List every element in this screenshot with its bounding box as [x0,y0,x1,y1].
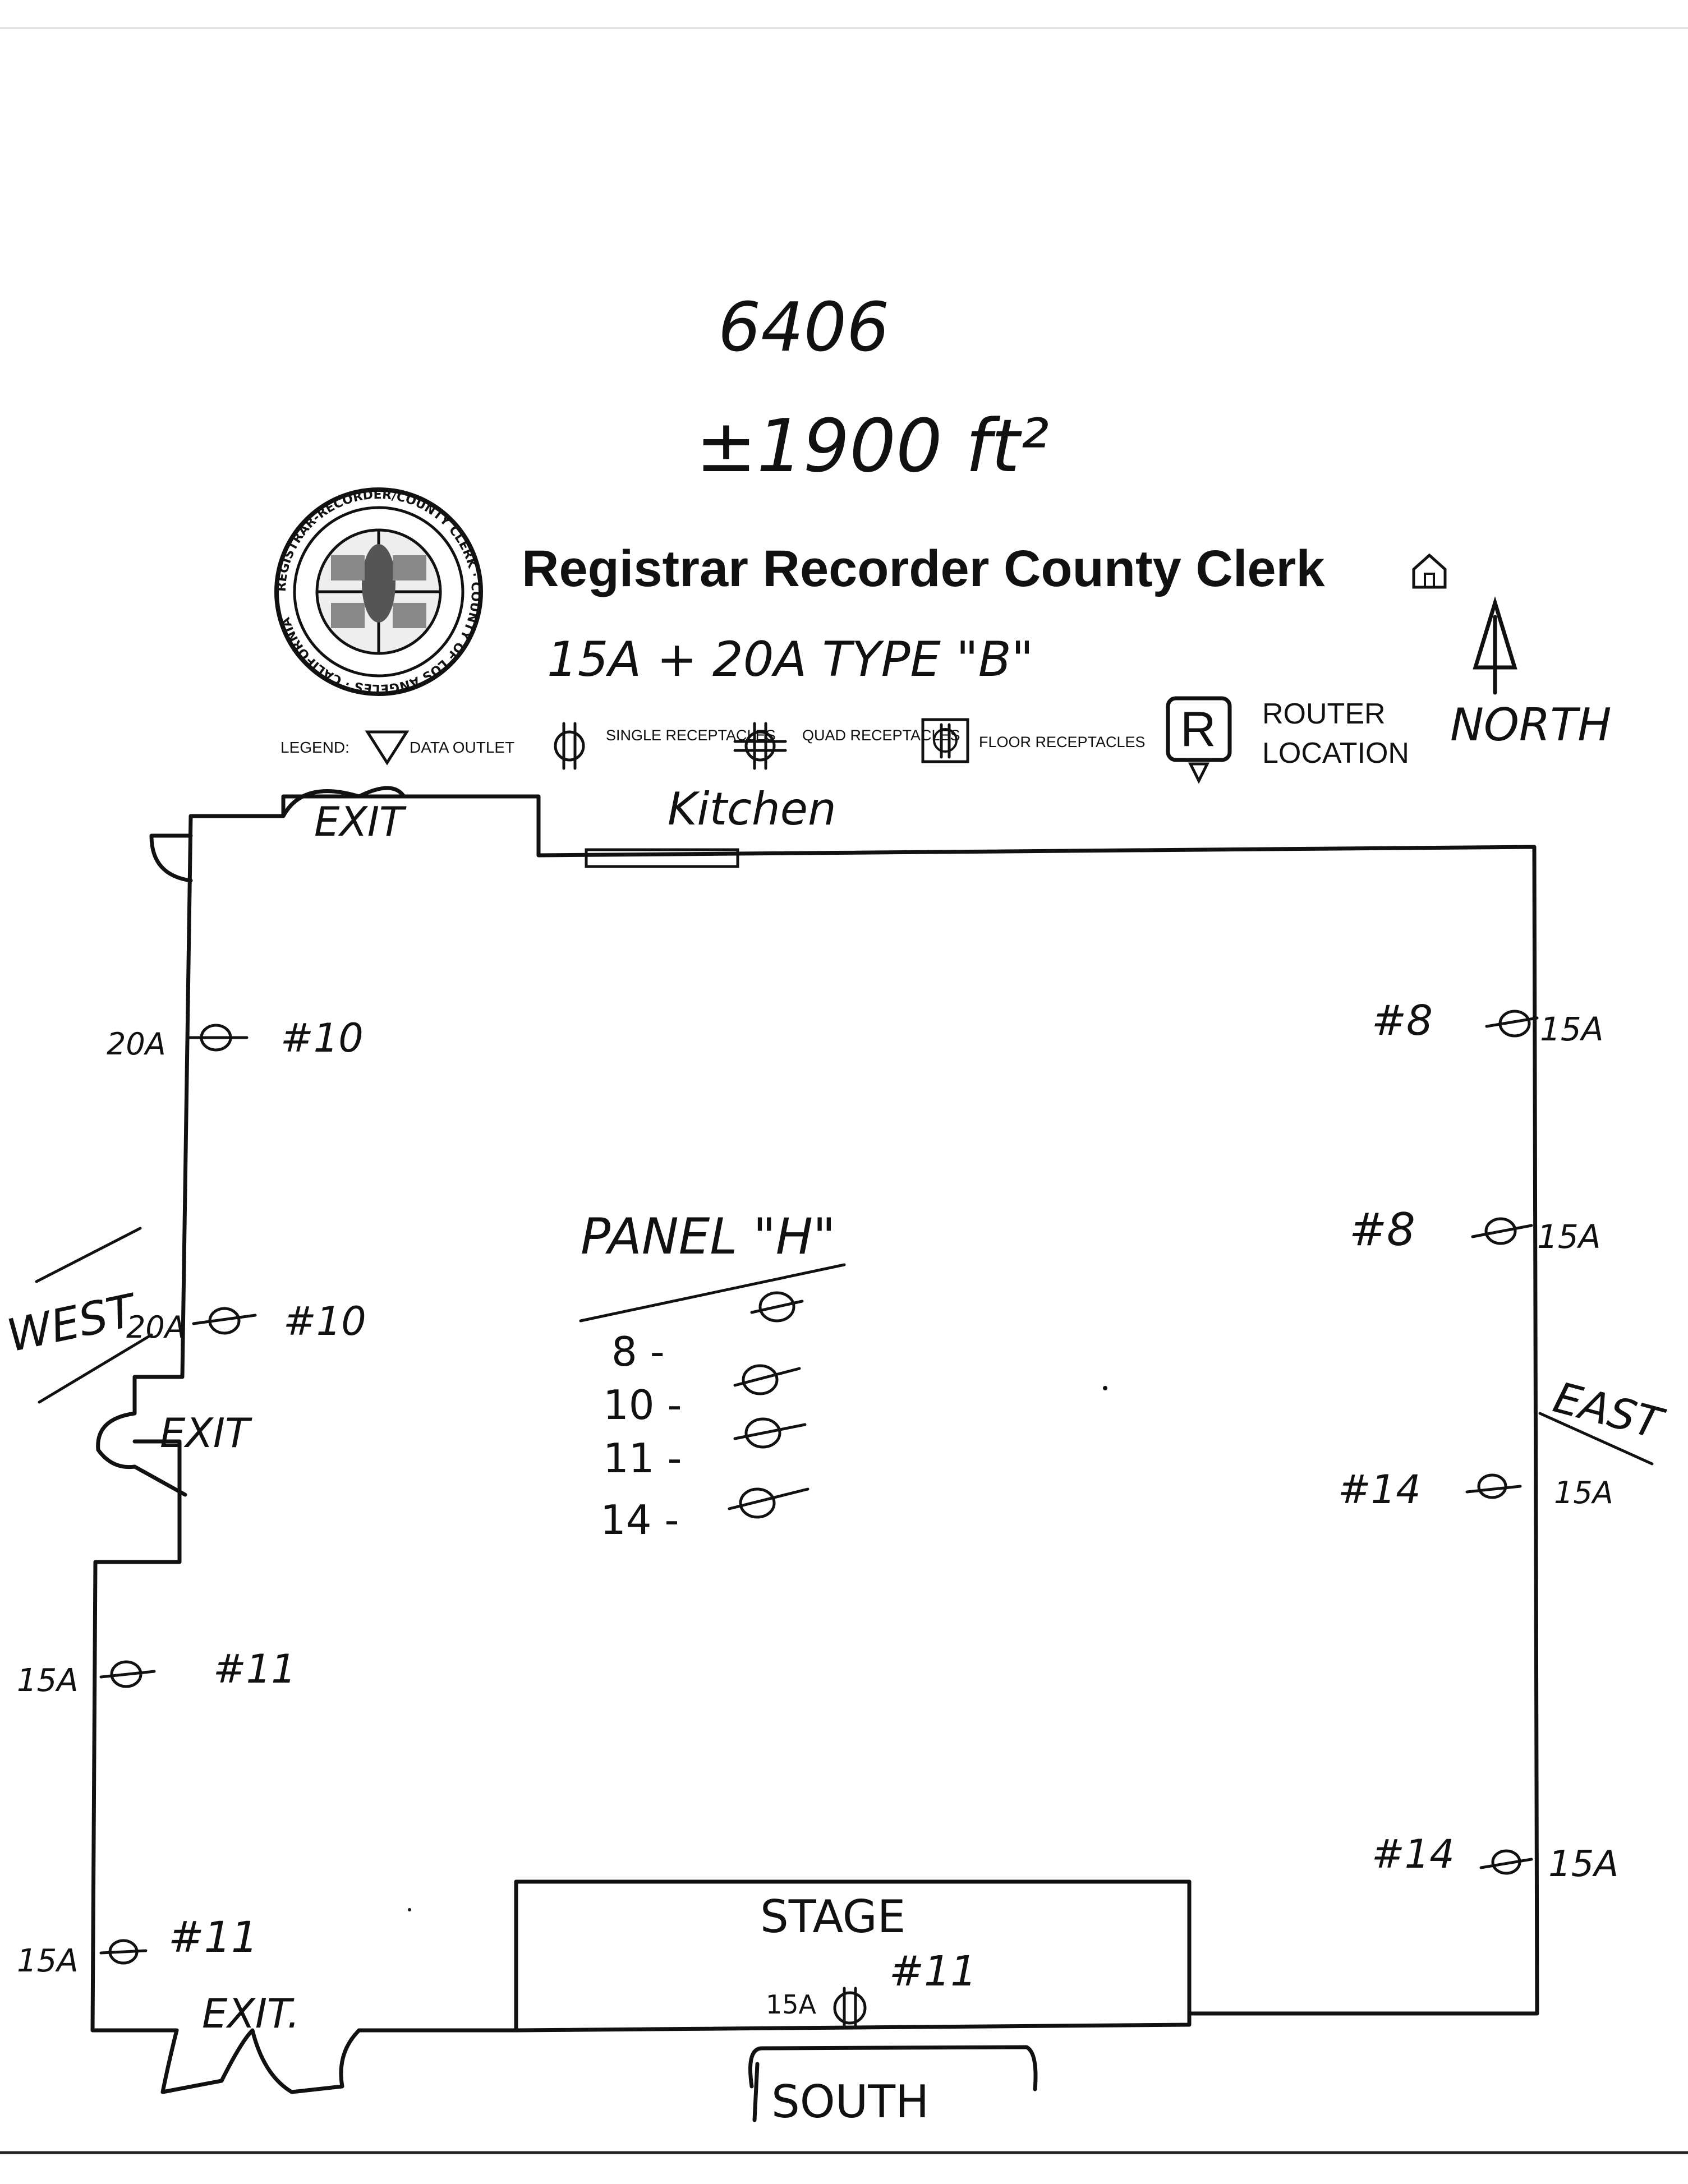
receptacle-west-2-circuit: #10 [283,1298,366,1344]
floor-receptacle-icon [921,718,969,763]
west-underline-top [35,1227,142,1283]
receptacle-stage: 15A #11 [766,1947,977,2029]
north-label: NORTH [1450,699,1611,751]
receptacle-west-1-circuit: #10 [280,1015,364,1061]
receptacle-east-4-circuit: #14 [1372,1831,1455,1877]
router-icon: R [1166,696,1232,784]
svg-text:R: R [1180,701,1216,757]
handwritten-area: ±1900 ft² [696,403,1049,489]
receptacle-west-4-amps: 15A [17,1943,79,1979]
east-underline [1538,1412,1654,1466]
svg-text:SOUTH: SOUTH [771,2076,929,2128]
single-receptacle-icon [1471,1217,1533,1245]
receptacle-east-4-amps: 15A [1548,1844,1618,1885]
stray-mark [408,1908,411,1911]
receptacle-east-2: #8 15A [1349,1204,1600,1256]
receptacle-west-3-circuit: #11 [213,1646,296,1692]
legend-label: LEGEND: [280,739,349,756]
receptacle-west-1: 20A #10 [107,1015,364,1062]
single-receptacle-icon [99,1660,156,1688]
receptacle-west-2: 20A #10 [126,1298,366,1345]
northwest-door [149,833,193,883]
west-underline-bottom [38,1333,153,1404]
south-label-box: SOUTH [748,2045,1038,2128]
single-receptacle-icon [1485,1010,1539,1038]
panel-row-11: 11 - [603,1435,682,1482]
receptacle-west-4-circuit: #11 [168,1912,258,1962]
receptacle-stage-amps: 15A [766,1989,817,2020]
receptacle-east-1-circuit: #8 [1372,997,1433,1045]
home-icon [1412,553,1447,589]
receptacle-type-note: 15A + 20A TYPE "B" [547,632,1033,688]
single-receptacle-icon [99,1939,148,1965]
handwritten-number: 6406 [718,289,889,367]
receptacle-west-3-amps: 15A [17,1662,79,1699]
legend-data-outlet-label: DATA OUTLET [410,739,514,756]
legend: LEGEND: DATA OUTLET SINGLE RECEPTACLES Q… [280,696,1409,784]
kitchen-label: Kitchen [668,783,836,835]
exit-top-label: EXIT [314,798,407,845]
panel-row-8: 8 - [611,1328,665,1375]
panel-row-14-breaker-icon [728,1487,809,1519]
county-seal-logo: REGISTRAR-RECORDER/COUNTY CLERK · COUNTY… [274,487,483,696]
legend-floor-receptacles-label: FLOOR RECEPTACLES [979,734,1146,750]
panel-row-11-breaker-icon [733,1417,807,1449]
stage-outline [514,1879,1192,2033]
stray-mark [1103,1386,1107,1390]
west-exit-door-lower [132,1464,187,1497]
receptacle-east-3: #14 15A [1338,1467,1613,1513]
single-receptacle-icon [1479,1849,1533,1875]
receptacle-east-1-amps: 15A [1540,1010,1603,1048]
exit-bottom-label: EXIT. [202,1990,300,2037]
single-receptacle-icon [554,722,585,770]
panel-row-14: 14 - [600,1496,679,1543]
receptacle-west-1-amps: 20A [107,1026,166,1062]
receptacle-east-4: #14 15A [1372,1831,1618,1885]
receptacle-east-3-amps: 15A [1554,1475,1613,1510]
quad-receptacle-icon [733,722,787,770]
east-label: EAST [1548,1372,1669,1449]
west-exit-door [96,1375,137,1469]
legend-router-label: ROUTER [1262,698,1386,730]
panel-row-10: 10 - [603,1381,682,1429]
page-title: Registrar Recorder County Clerk [522,540,1325,597]
legend-router-location-label: LOCATION [1262,737,1409,770]
single-receptacle-icon [186,1024,249,1052]
exit-west-label: EXIT [160,1409,252,1457]
receptacle-east-2-amps: 15A [1537,1218,1600,1256]
floor-receptacle-icon [833,1987,867,2029]
panel-title: PANEL "H" [581,1208,835,1265]
single-receptacle-icon [1465,1473,1522,1499]
building-outline [90,794,1539,2033]
bottom-exit-door [160,2028,361,2094]
west-label: WEST [3,1284,143,1362]
receptacle-stage-circuit: #11 [889,1947,977,1996]
receptacle-east-1: #8 15A [1372,997,1603,1048]
receptacle-west-3: 15A #11 [17,1646,296,1699]
receptacle-east-3-circuit: #14 [1338,1467,1421,1513]
receptacle-east-2-circuit: #8 [1349,1204,1415,1256]
stage-label: STAGE [760,1891,905,1943]
top-exit-door [281,786,406,818]
receptacle-west-2-amps: 20A [126,1310,186,1345]
receptacle-west-4: 15A #11 [17,1912,258,1979]
single-receptacle-icon [192,1307,257,1335]
panel-row-8-breaker-icon [750,1291,804,1323]
panel-row-10-breaker-icon [733,1364,801,1395]
north-arrow-icon [1473,596,1517,695]
data-outlet-triangle-icon [365,730,410,766]
panel-schedule: PANEL "H" 8 - 10 - 11 - 14 - [579,1208,846,1543]
